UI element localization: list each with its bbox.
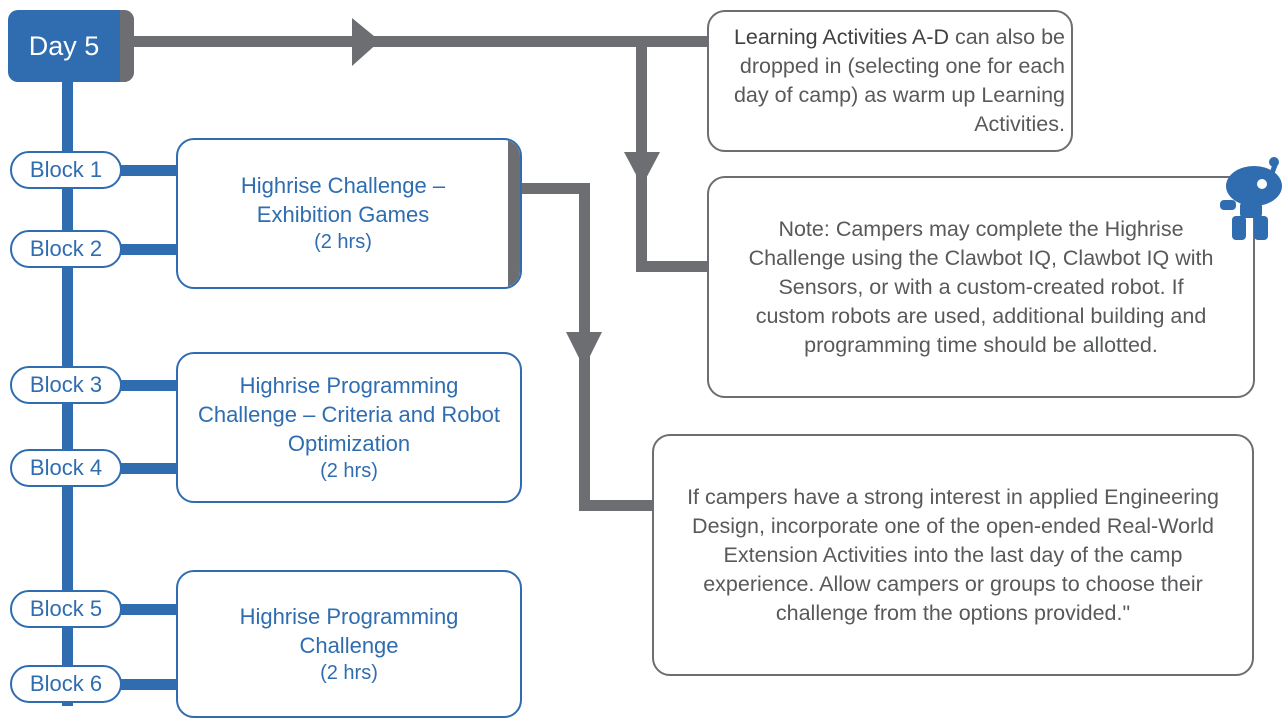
day-label: Day 5	[28, 30, 100, 61]
robot-mascot-icon	[1220, 157, 1282, 240]
block-4: Block 4	[10, 449, 122, 487]
activity-exhibition-games: Highrise Challenge – Exhibition Games (2…	[176, 138, 522, 289]
activity-criteria-optimization: Highrise Programming Challenge – Criteri…	[176, 352, 522, 503]
engineering-note-text: If campers have a strong interest in app…	[687, 484, 1219, 625]
learning-activities-text: can also be dropped in (selecting one fo…	[733, 25, 1065, 136]
campers-note-text: Note: Campers may complete the Highrise …	[748, 216, 1214, 357]
activity-duration: (2 hrs)	[320, 459, 378, 482]
engineering-design-note: If campers have a strong interest in app…	[652, 434, 1254, 676]
block-2: Block 2	[10, 230, 122, 268]
block-6: Block 6	[10, 665, 122, 703]
learning-activities-note: Learning Activities A-D can also be drop…	[707, 10, 1073, 152]
activity-title: Highrise Challenge – Exhibition Games	[240, 173, 446, 227]
block-5: Block 5	[10, 590, 122, 628]
day-badge-accent	[120, 10, 134, 82]
block-3: Block 3	[10, 366, 122, 404]
activity-title: Highrise Programming Challenge – Criteri…	[197, 372, 501, 456]
activity-duration: (2 hrs)	[320, 661, 378, 684]
activity-title: Highrise Programming Challenge	[239, 603, 459, 658]
activity-duration: (2 hrs)	[314, 231, 372, 253]
block-1: Block 1	[10, 151, 122, 189]
day-badge: Day 5	[8, 10, 134, 82]
campers-note: Note: Campers may complete the Highrise …	[707, 176, 1255, 398]
activity-accent	[508, 140, 520, 287]
flow-connectors	[133, 18, 713, 511]
activity-programming-challenge: Highrise Programming Challenge (2 hrs)	[176, 570, 522, 718]
learning-activities-emphasis: Learning Activities A-D	[733, 25, 950, 49]
